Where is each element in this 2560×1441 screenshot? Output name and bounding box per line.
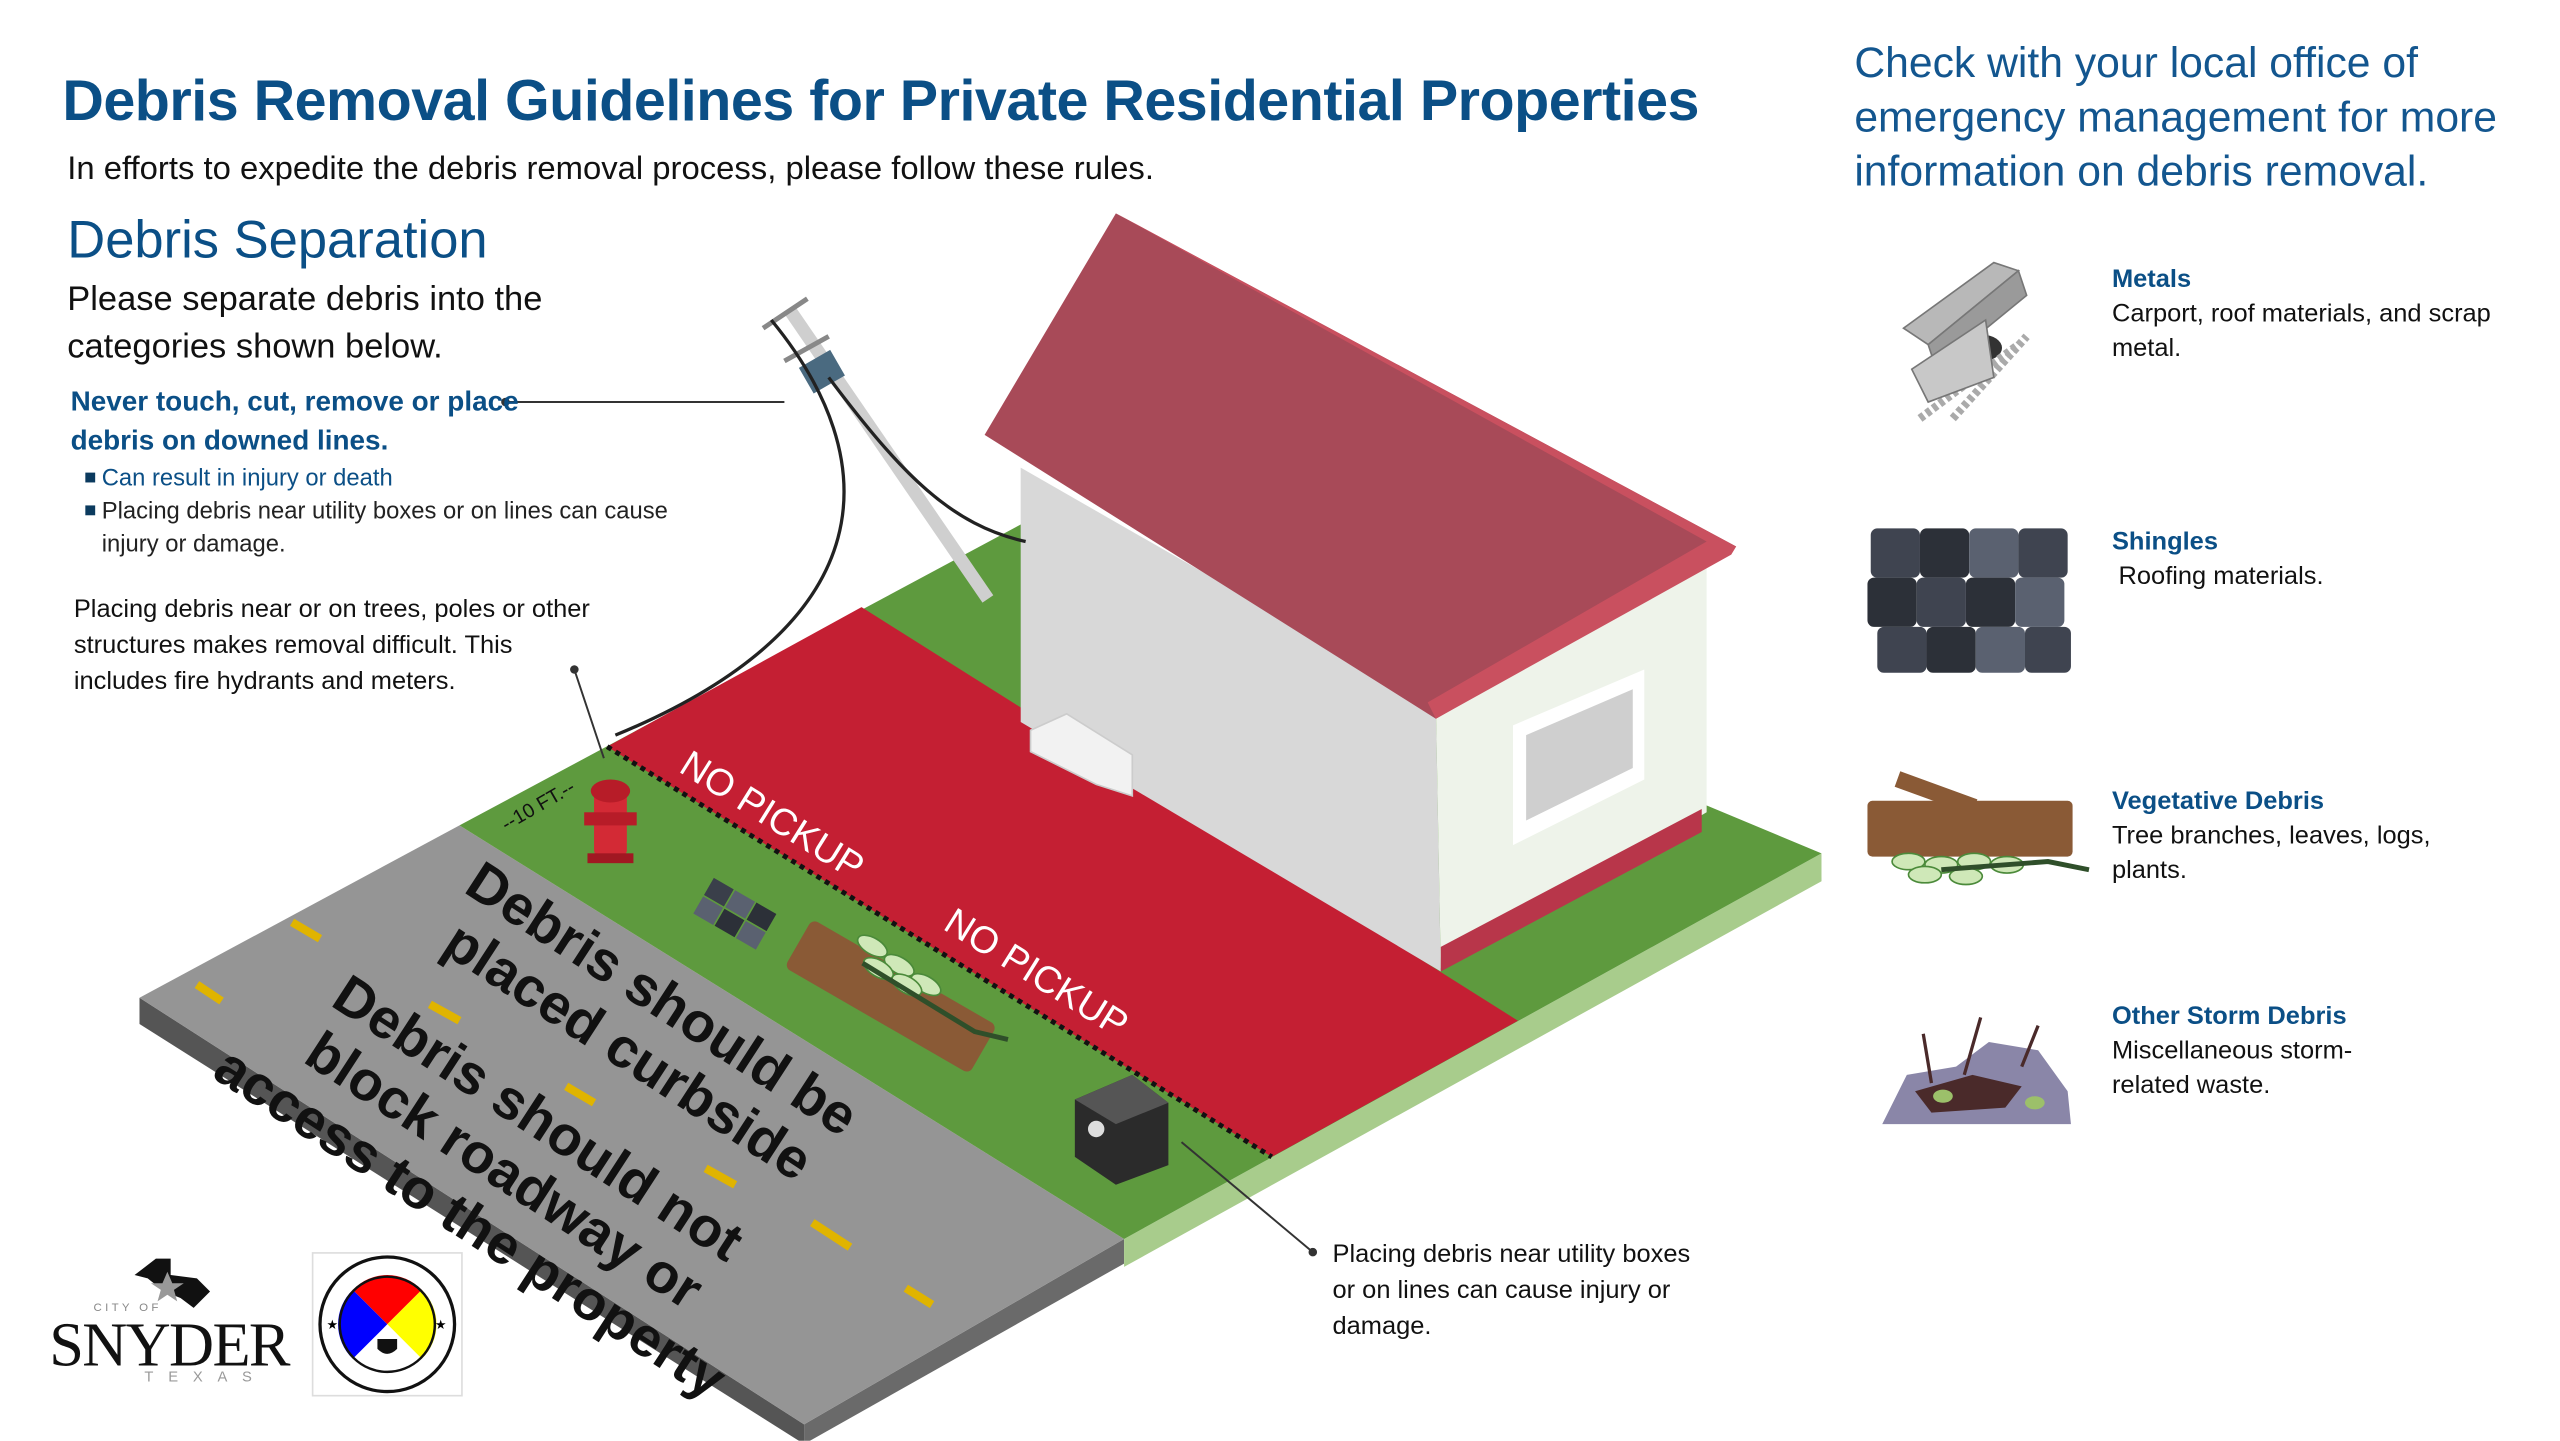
- page-title: Debris Removal Guidelines for Private Re…: [62, 68, 1699, 133]
- rubble-icon: [1882, 1016, 2071, 1125]
- transformer-icon: [798, 349, 845, 394]
- category-name: Metals: [2111, 265, 2192, 294]
- category-desc: Miscellaneous storm-related waste.: [2111, 1037, 2353, 1100]
- warning-bullet: Can result in injury or death: [82, 463, 673, 496]
- warning-bullet: Placing debris near utility boxes or on …: [82, 496, 673, 562]
- category-desc: Tree branches, leaves, logs, plants.: [2111, 822, 2431, 885]
- road-side: [139, 997, 805, 1441]
- road: [139, 825, 1125, 1425]
- texas-star-icon: [134, 1258, 211, 1308]
- category-name: Other Storm Debris: [2111, 1002, 2347, 1031]
- fire-hydrant-icon: [584, 779, 637, 864]
- leader-lines: [501, 397, 1318, 1257]
- utility-note: Placing debris near utility boxes or on …: [1332, 1240, 1691, 1341]
- log-icon: [1867, 771, 2090, 886]
- no-pickup-zone: [607, 607, 1518, 1157]
- category-shingles: Shingles Roofing materials.: [2112, 525, 2539, 594]
- front-step: [1029, 712, 1134, 798]
- road-edge: [804, 1238, 1125, 1441]
- separation-heading: Debris Separation: [67, 210, 488, 270]
- trees-note: Placing debris near or on trees, poles o…: [73, 595, 590, 696]
- house-front-wall: [1020, 467, 1441, 972]
- subtitle: In efforts to expedite the debris remova…: [67, 150, 1154, 188]
- emergency-management-seal: ★★: [311, 1252, 463, 1397]
- seal-icon: ★★: [318, 1255, 457, 1394]
- separation-body: Please separate debris into the categori…: [67, 280, 543, 366]
- log-pile-icon: [786, 921, 1009, 1072]
- window-glass: [1526, 689, 1633, 821]
- city-of-snyder-logo: CITY OF SNYDER TEXAS: [49, 1255, 295, 1386]
- metal-icon: [1902, 261, 2030, 422]
- contact-callout: Check with your local office of emergenc…: [1854, 37, 2497, 196]
- downed-lines-warning: Never touch, cut, remove or place debris…: [70, 385, 519, 457]
- category-vegetative: Vegetative Debris Tree branches, leaves,…: [2112, 784, 2440, 887]
- lawn-side: [1124, 853, 1822, 1267]
- utility-box-icon: [1074, 1074, 1169, 1185]
- road-lane-markings: [194, 918, 935, 1309]
- ten-foot-line: [605, 744, 1274, 1159]
- shingles-icon: [1867, 528, 2071, 673]
- category-metals: Metals Carport, roof materials, and scra…: [2112, 263, 2539, 366]
- utility-pole: [785, 308, 994, 603]
- svg-text:★: ★: [435, 1317, 447, 1332]
- svg-text:★: ★: [327, 1317, 339, 1332]
- category-desc: Roofing materials.: [2118, 562, 2324, 591]
- shingles-pile-icon: [693, 877, 777, 950]
- category-name: Shingles: [2111, 528, 2218, 557]
- logo-texas: TEXAS: [144, 1368, 267, 1386]
- category-desc: Carport, roof materials, and scrap metal…: [2111, 300, 2491, 363]
- roof: [984, 213, 1737, 719]
- house-foundation: [1440, 809, 1702, 972]
- category-icons: [1867, 261, 2090, 1125]
- category-name: Vegetative Debris: [2111, 787, 2325, 816]
- category-other: Other Storm Debris Miscellaneous storm-r…: [2112, 999, 2399, 1102]
- logo-city-of: CITY OF: [93, 1302, 162, 1315]
- warning-bullets: Can result in injury or death Placing de…: [82, 463, 673, 561]
- downed-line: [614, 318, 846, 737]
- logo-snyder: SNYDER: [49, 1311, 290, 1381]
